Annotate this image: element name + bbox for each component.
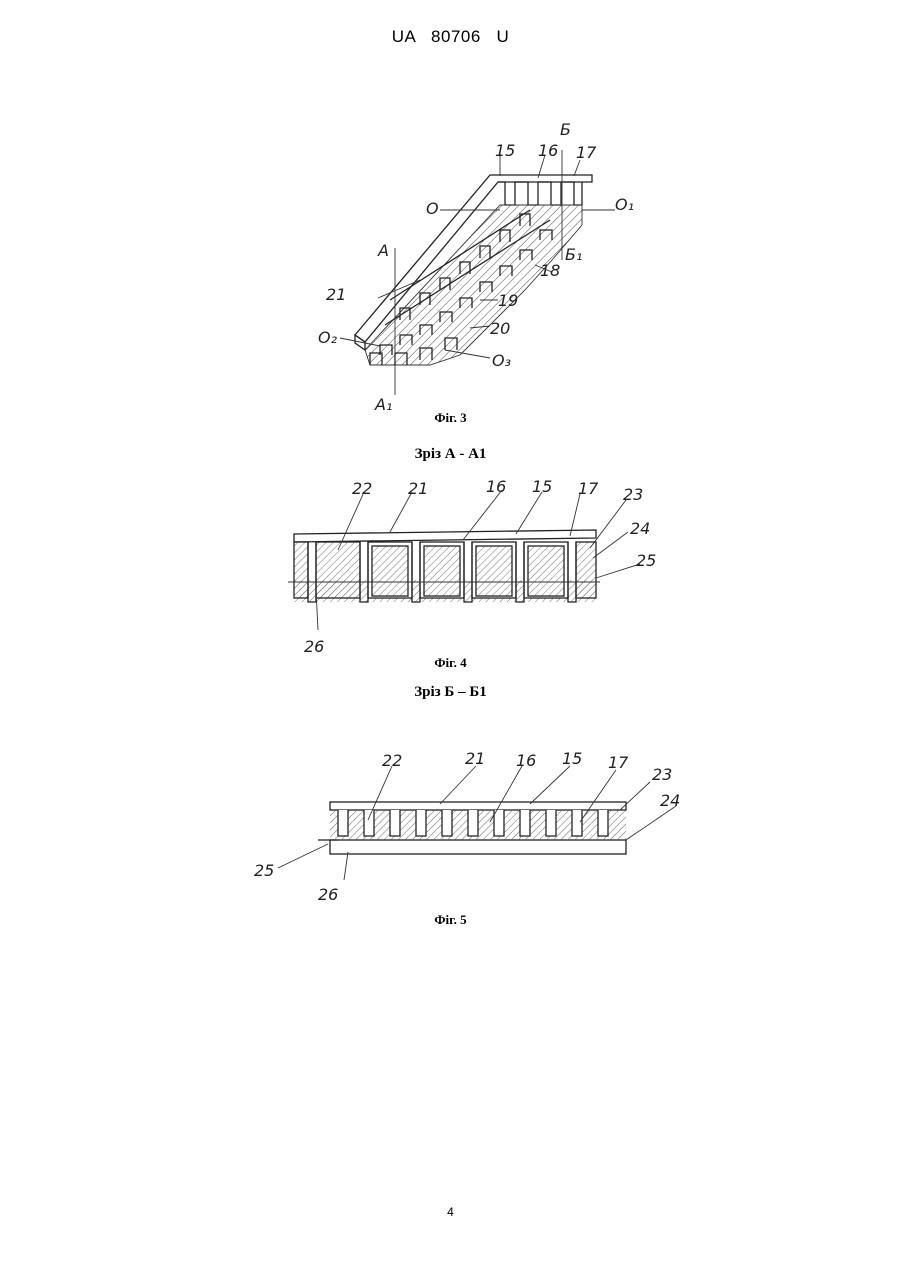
label-a: А bbox=[377, 241, 389, 260]
label-21: 21 bbox=[408, 479, 428, 498]
document-header: UA 80706 U bbox=[0, 27, 901, 47]
label-o3: О₃ bbox=[492, 351, 511, 370]
label-23: 23 bbox=[652, 765, 672, 784]
label-17: 17 bbox=[608, 753, 629, 772]
label-16: 16 bbox=[516, 751, 536, 770]
figure-5-drawing: 22 21 16 15 17 23 24 25 26 bbox=[250, 740, 700, 910]
label-26: 26 bbox=[304, 637, 324, 656]
label-16: 16 bbox=[486, 477, 506, 496]
label-17: 17 bbox=[576, 143, 597, 162]
section-b-b1-title: Зріз Б – Б1 bbox=[0, 684, 901, 701]
label-b1: Б₁ bbox=[565, 245, 582, 264]
label-15: 15 bbox=[495, 141, 515, 160]
page-number: 4 bbox=[0, 1205, 901, 1219]
label-26: 26 bbox=[318, 885, 338, 904]
label-21: 21 bbox=[326, 285, 346, 304]
label-o2: О₂ bbox=[318, 328, 338, 347]
figure-4-caption: Фіг. 4 bbox=[0, 655, 901, 671]
label-16: 16 bbox=[538, 141, 558, 160]
label-19: 19 bbox=[498, 291, 518, 310]
label-22: 22 bbox=[382, 751, 402, 770]
label-22: 22 bbox=[352, 479, 372, 498]
figure-5-caption: Фіг. 5 bbox=[0, 912, 901, 928]
label-15: 15 bbox=[562, 749, 582, 768]
label-17: 17 bbox=[578, 479, 599, 498]
section-a-a1-title: Зріз А - А1 bbox=[0, 446, 901, 463]
figure-4-drawing: 22 21 16 15 17 23 24 25 26 bbox=[278, 470, 678, 660]
label-24: 24 bbox=[660, 791, 680, 810]
label-15: 15 bbox=[532, 477, 552, 496]
label-21: 21 bbox=[465, 749, 485, 768]
label-25: 25 bbox=[636, 551, 656, 570]
label-23: 23 bbox=[623, 485, 643, 504]
label-24: 24 bbox=[630, 519, 650, 538]
label-18: 18 bbox=[540, 261, 560, 280]
figure-3-drawing: 15 16 Б 17 О О₁ Б₁ А 18 21 19 20 О₂ О₃ А… bbox=[300, 110, 640, 430]
label-25: 25 bbox=[254, 861, 274, 880]
figure-3-caption: Фіг. 3 bbox=[0, 410, 901, 426]
label-o1: О₁ bbox=[615, 195, 634, 214]
label-o: О bbox=[426, 199, 439, 218]
label-b: Б bbox=[560, 120, 571, 139]
label-20: 20 bbox=[490, 319, 510, 338]
